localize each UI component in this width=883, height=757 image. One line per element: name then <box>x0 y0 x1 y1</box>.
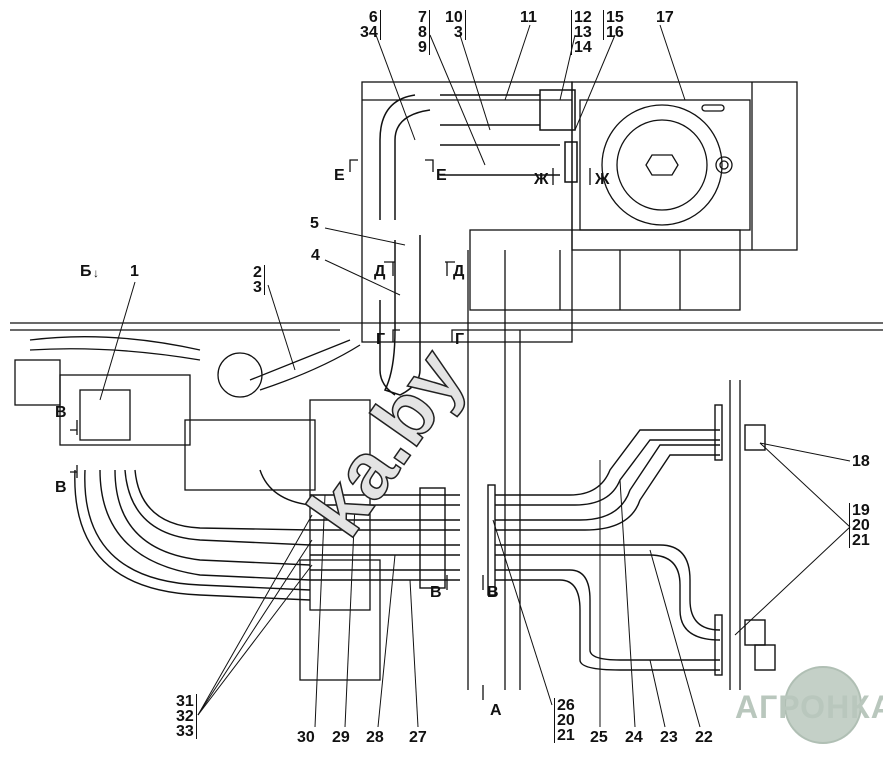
callout-2-3: 2 3 <box>253 264 265 296</box>
agronka-logo-watermark: АГРОНКА <box>705 665 883 745</box>
callout-22: 22 <box>695 729 713 746</box>
callout-label: 2 <box>253 264 262 281</box>
callout-label: 14 <box>574 39 592 56</box>
section-mark-v: В <box>487 584 499 601</box>
section-mark-v: В <box>55 479 67 496</box>
section-mark-e: Е <box>436 167 447 184</box>
leader-lines <box>99 24 851 728</box>
callout-label: 8 <box>418 24 427 41</box>
callout-label: 15 <box>606 9 624 26</box>
upper-pipes <box>379 89 578 396</box>
hoses <box>74 469 311 601</box>
gearbox-flange <box>579 99 751 231</box>
manifold-pipes <box>310 404 776 676</box>
callout-4: 4 <box>311 247 320 264</box>
section-mark-g: Г <box>376 331 386 348</box>
callout-label: 10 <box>445 9 463 26</box>
callout-23: 23 <box>660 729 678 746</box>
callout-19-20-21: 19 20 21 <box>849 502 870 549</box>
callout-label: 34 <box>360 24 378 41</box>
callout-label: 32 <box>176 708 194 725</box>
callout-label: 6 <box>368 9 378 26</box>
callout-27: 27 <box>409 729 427 746</box>
callout-label: 3 <box>453 24 463 41</box>
logo-text: АГРОНКА <box>735 689 883 725</box>
callout-7-8-9: 7 8 9 <box>418 9 430 56</box>
callout-label: 33 <box>176 723 194 740</box>
callout-label: 19 <box>852 502 870 519</box>
callout-label: 20 <box>557 712 575 729</box>
section-arrows <box>70 159 591 700</box>
callout-28: 28 <box>366 729 384 746</box>
section-mark-a: А <box>490 702 502 719</box>
callout-12-13-14: 12 13 14 <box>571 9 592 56</box>
callout-10-3: 10 3 <box>445 9 466 41</box>
callout-24: 24 <box>625 729 643 746</box>
callout-11: 11 <box>520 9 537 26</box>
callout-30: 30 <box>297 729 315 746</box>
callout-26-20-21: 26 20 21 <box>554 697 575 744</box>
callout-label: 3 <box>253 279 262 296</box>
callout-6-34: 6 34 <box>360 9 381 41</box>
section-mark-zh: Ж <box>595 171 610 188</box>
section-mark-e: Е <box>334 167 345 184</box>
frame-rails <box>10 250 883 690</box>
logo-circle-icon <box>784 666 862 744</box>
section-mark-v: В <box>430 584 442 601</box>
callout-label: 20 <box>852 517 870 534</box>
callout-15-16: 15 16 <box>603 9 624 41</box>
callout-label: 9 <box>418 39 427 56</box>
section-mark-v: В <box>55 404 67 421</box>
callout-29: 29 <box>332 729 350 746</box>
section-mark-g: Г <box>455 331 465 348</box>
arrow-down-icon: ↓ <box>93 266 99 280</box>
section-mark-zh: Ж <box>534 171 549 188</box>
section-mark-b: Б <box>80 263 92 280</box>
callout-label: 21 <box>852 532 870 549</box>
callout-17: 17 <box>656 9 674 26</box>
section-mark-d: Д <box>374 263 386 280</box>
callout-5: 5 <box>310 215 319 232</box>
callout-31-32-33: 31 32 33 <box>176 693 197 740</box>
callout-25: 25 <box>590 729 608 746</box>
callout-label: 31 <box>176 693 194 710</box>
callout-label: 12 <box>574 9 592 26</box>
callout-label: 21 <box>557 727 575 744</box>
valve-block <box>14 336 201 446</box>
callout-label: 7 <box>418 9 427 26</box>
callout-label: 13 <box>574 24 592 41</box>
callout-1: 1 <box>130 263 139 280</box>
callout-label: 26 <box>557 697 575 714</box>
callout-18: 18 <box>852 453 870 470</box>
callout-label: 16 <box>606 24 624 41</box>
section-mark-d: Д <box>453 263 465 280</box>
